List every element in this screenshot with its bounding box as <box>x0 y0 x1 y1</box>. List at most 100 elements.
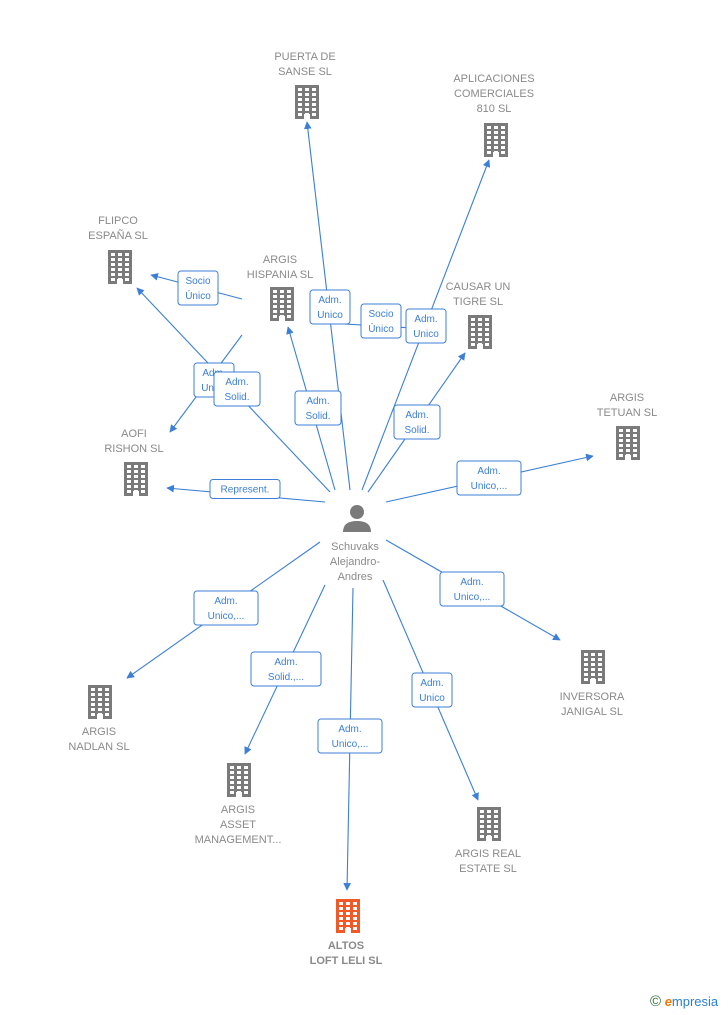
building-icon[interactable] <box>124 462 148 496</box>
company-node-flipco[interactable]: FLIPCO ESPAÑA SL <box>88 215 148 284</box>
company-name-line: ESTATE SL <box>459 863 517 875</box>
edge-label-text: Adm.Solid. <box>305 396 330 422</box>
edge-label-box <box>177 270 219 306</box>
company-name-line: TETUAN SL <box>597 407 658 419</box>
edge-label-line: Adm. <box>477 466 500 477</box>
building-icon[interactable] <box>227 763 251 797</box>
edge-label-e-inversora[interactable]: Adm.Unico,... <box>439 571 505 607</box>
edge-label-box <box>456 460 522 496</box>
building-icon[interactable] <box>108 250 132 284</box>
edge-label-line: Adm. <box>225 377 248 388</box>
edge-label-text: Adm.Unico,... <box>454 577 491 603</box>
company-name-line: ARGIS <box>221 804 255 816</box>
company-name-line: 810 SL <box>477 103 512 115</box>
edge-label-line: Solid. <box>224 392 249 403</box>
company-name[interactable]: CAUSAR UN TIGRE SL <box>446 281 511 308</box>
edge-label-e-real[interactable]: Adm.Unico <box>411 672 453 708</box>
edge-label-e-tetuan[interactable]: Adm.Unico,... <box>456 460 522 496</box>
company-name-line: FLIPCO <box>98 215 138 227</box>
company-name[interactable]: ALTOS LOFT LELI SL <box>310 940 383 967</box>
company-name-line: CAUSAR UN <box>446 281 511 293</box>
company-node-causar[interactable]: CAUSAR UN TIGRE SL <box>446 281 511 349</box>
company-name-line: ARGIS <box>82 726 116 738</box>
edge-label-box <box>250 651 322 687</box>
edge-label-line: Unico <box>317 310 343 321</box>
edge-label-line: Único <box>185 289 211 302</box>
company-name-line: AOFI <box>121 428 147 440</box>
company-name-line: ALTOS <box>328 940 364 952</box>
company-name-line: PUERTA DE <box>274 51 335 63</box>
edge-label-line: Socio <box>368 309 393 320</box>
edge-label-e-altos[interactable]: Adm.Unico,... <box>317 718 383 754</box>
company-name[interactable]: FLIPCO ESPAÑA SL <box>88 215 148 242</box>
building-icon[interactable] <box>468 315 492 349</box>
edge-label-line: Único <box>368 322 394 335</box>
building-icon[interactable] <box>295 85 319 119</box>
company-name[interactable]: PUERTA DE SANSE SL <box>274 51 335 78</box>
edge-label-line: Unico <box>413 329 439 340</box>
building-icon[interactable] <box>616 426 640 460</box>
edge-label-e-aplic-adm[interactable]: Adm.Unico <box>405 308 447 344</box>
edge-label-text: Adm.Solid.,... <box>268 657 304 683</box>
person-name-line: Alejandro- <box>330 556 380 568</box>
edge-label-e-asset[interactable]: Adm.Solid.,... <box>250 651 322 687</box>
edge-label-e-hispania[interactable]: Adm.Solid. <box>294 390 342 426</box>
edge-label-line: Adm. <box>306 396 329 407</box>
edge-label-text: Adm.Unico,... <box>208 596 245 622</box>
edge-label-line: Represent. <box>221 485 270 496</box>
building-icon[interactable] <box>581 650 605 684</box>
building-icon[interactable] <box>270 287 294 321</box>
company-name-line: ESPAÑA SL <box>88 229 148 242</box>
edge-label-line: Unico,... <box>332 739 369 750</box>
edge-label-text: Adm.Unico <box>413 314 439 340</box>
building-icon[interactable] <box>477 807 501 841</box>
edge-label-text: Adm.Unico <box>419 678 445 704</box>
edge-label-text: Adm.Unico <box>317 295 343 321</box>
edge-label-e-causar[interactable]: Adm.Solid. <box>393 404 441 440</box>
company-name-line: SANSE SL <box>278 66 332 78</box>
edge-label-line: Adm. <box>274 657 297 668</box>
company-node-altos[interactable]: ALTOS LOFT LELI SL <box>310 899 383 967</box>
building-icon[interactable] <box>88 685 112 719</box>
person-name-line: Schuvaks <box>331 541 379 553</box>
edge-label-e-puerta[interactable]: Adm.Unico <box>309 289 351 325</box>
edge-label-e-aofi-rep[interactable]: Represent. <box>209 479 281 499</box>
edge-label-line: Solid. <box>404 425 429 436</box>
edge-label-e-aofi-solid[interactable]: Adm. Solid. <box>213 371 261 407</box>
edge-label-e-nadlan[interactable]: Adm.Unico,... <box>193 590 259 626</box>
edge-label-box <box>393 404 441 440</box>
building-icon[interactable] <box>336 899 360 933</box>
person-name-line: Andres <box>338 571 373 583</box>
edge-label-box <box>193 590 259 626</box>
brand-logo-initial: e <box>664 994 672 1009</box>
edge-label-line: Adm. <box>420 678 443 689</box>
company-name-line: TIGRE SL <box>453 296 503 308</box>
building-icon[interactable] <box>484 123 508 157</box>
company-node-puerta[interactable]: PUERTA DE SANSE SL <box>274 51 336 119</box>
company-name-line: LOFT LELI SL <box>310 955 383 967</box>
edge-label-text: Adm.Unico,... <box>471 466 508 492</box>
